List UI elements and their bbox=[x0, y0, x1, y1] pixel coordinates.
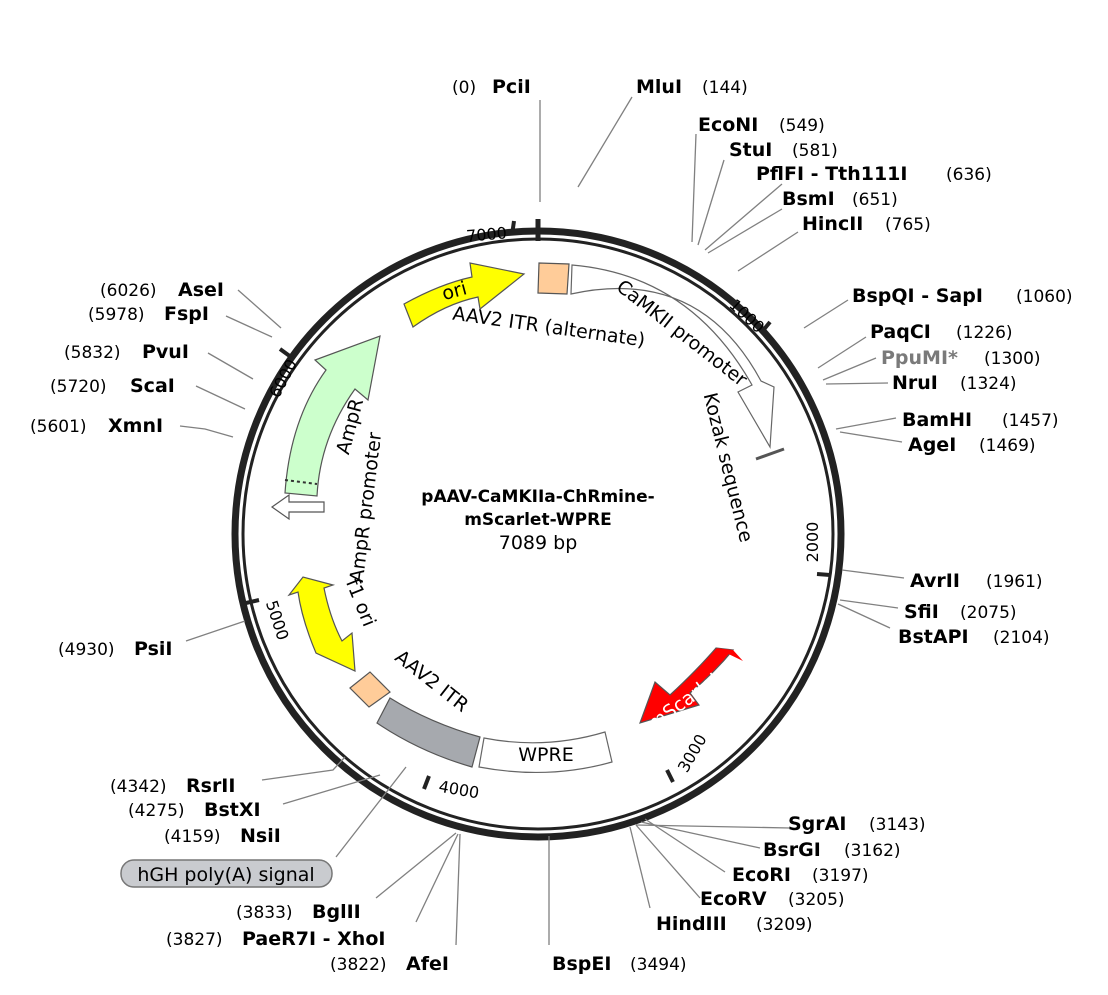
site-afei: (3822) AfeI bbox=[330, 953, 449, 975]
site-avrii: AvrII (1961) bbox=[910, 570, 1043, 592]
site-psii: (4930) PsiI bbox=[58, 638, 172, 660]
wpre-box bbox=[478, 731, 613, 774]
site-hindiii: HindIII (3209) bbox=[656, 913, 813, 935]
tick-label-2000: 2000 bbox=[803, 522, 822, 563]
itr-alternate-box bbox=[537, 262, 570, 295]
site-sfii: SfiI (2075) bbox=[904, 601, 1017, 623]
site-bamhi: BamHI (1457) bbox=[902, 409, 1059, 431]
wpre-label: WPRE bbox=[518, 744, 573, 766]
kozak-mark bbox=[755, 447, 785, 461]
ori-arrow bbox=[403, 262, 526, 328]
site-fspi: (5978) FspI bbox=[88, 303, 209, 325]
site-ecorv: EcoRV (3205) bbox=[700, 888, 845, 910]
plasmid-name-line1: pAAV-CaMKIIa-ChRmine- bbox=[421, 487, 654, 507]
site-paer7i-xhoi: (3827) PaeR7I - XhoI bbox=[166, 928, 385, 950]
f1-ori-arrow bbox=[287, 576, 356, 672]
hgh-polya-label: hGH poly(A) signal bbox=[137, 864, 314, 886]
site-leaders bbox=[179, 96, 905, 946]
mscarlet-arrow-tail bbox=[716, 648, 743, 661]
site-paqci: PaqCI (1226) bbox=[870, 321, 1013, 343]
itr-box bbox=[349, 671, 391, 708]
site-stui: StuI (581) bbox=[729, 139, 838, 161]
site-bspqi-sapi: BspQI - SapI (1060) bbox=[852, 285, 1073, 307]
site-bstxi: (4275) BstXI bbox=[128, 799, 261, 821]
itr-alternate-label: AAV2 ITR (alternate) bbox=[451, 303, 646, 352]
site-ecori: EcoRI (3197) bbox=[732, 864, 869, 886]
hgh-polya-pill bbox=[120, 859, 333, 888]
ampr-arrow bbox=[284, 335, 381, 497]
ampr-dotted-divider bbox=[284, 479, 318, 485]
tick-label-5000: 5000 bbox=[262, 598, 293, 643]
plasmid-name-line2: mScarlet-WPRE bbox=[464, 510, 612, 530]
site-sgrai: SgrAI (3143) bbox=[788, 813, 926, 835]
tick-label-6000: 6000 bbox=[265, 356, 301, 401]
site-pcii: (0) PciI bbox=[452, 76, 531, 98]
ampr-promoter-arrow bbox=[270, 493, 325, 521]
site-mlui: MluI (144) bbox=[636, 76, 748, 98]
tick-marks bbox=[245, 219, 831, 790]
site-nsii: (4159) NsiI bbox=[164, 825, 281, 847]
site-pvui: (5832) PvuI bbox=[64, 341, 189, 363]
site-bspei: BspEI (3494) bbox=[552, 953, 687, 975]
tick-label-4000: 4000 bbox=[437, 777, 480, 803]
site-rsrii: (4342) RsrII bbox=[110, 775, 235, 797]
site-xmni: (5601) XmnI bbox=[30, 415, 163, 437]
site-nrui: NruI (1324) bbox=[892, 372, 1017, 394]
site-agei: AgeI (1469) bbox=[908, 434, 1036, 456]
site-bsrgi: BsrGI (3162) bbox=[763, 839, 901, 861]
site-bglii: (3833) BglII bbox=[236, 901, 361, 923]
plasmid-length: 7089 bp bbox=[499, 532, 578, 554]
tick-label-3000: 3000 bbox=[674, 731, 711, 776]
kozak-label: Kozak sequence bbox=[699, 390, 757, 544]
site-econi: EcoNI (549) bbox=[698, 114, 825, 136]
site-scai: (5720) ScaI bbox=[50, 375, 175, 397]
site-bstapi: BstAPI (2104) bbox=[898, 626, 1050, 648]
camkii-promoter-arrow bbox=[570, 264, 775, 449]
site-ppumi: PpuMI* (1300) bbox=[881, 347, 1041, 369]
tick-label-7000: 7000 bbox=[465, 223, 507, 245]
site-hincii: HincII (765) bbox=[802, 213, 931, 235]
site-asei: (6026) AseI bbox=[100, 279, 224, 301]
site-pflfi-tth111i: PflFI - Tth111I (636) bbox=[756, 163, 992, 185]
hgh-polya-block bbox=[376, 697, 481, 768]
site-bsmi: BsmI (651) bbox=[782, 188, 898, 210]
mscarlet-arrow bbox=[639, 647, 735, 724]
f1-ori-label: f1 ori bbox=[341, 576, 380, 630]
